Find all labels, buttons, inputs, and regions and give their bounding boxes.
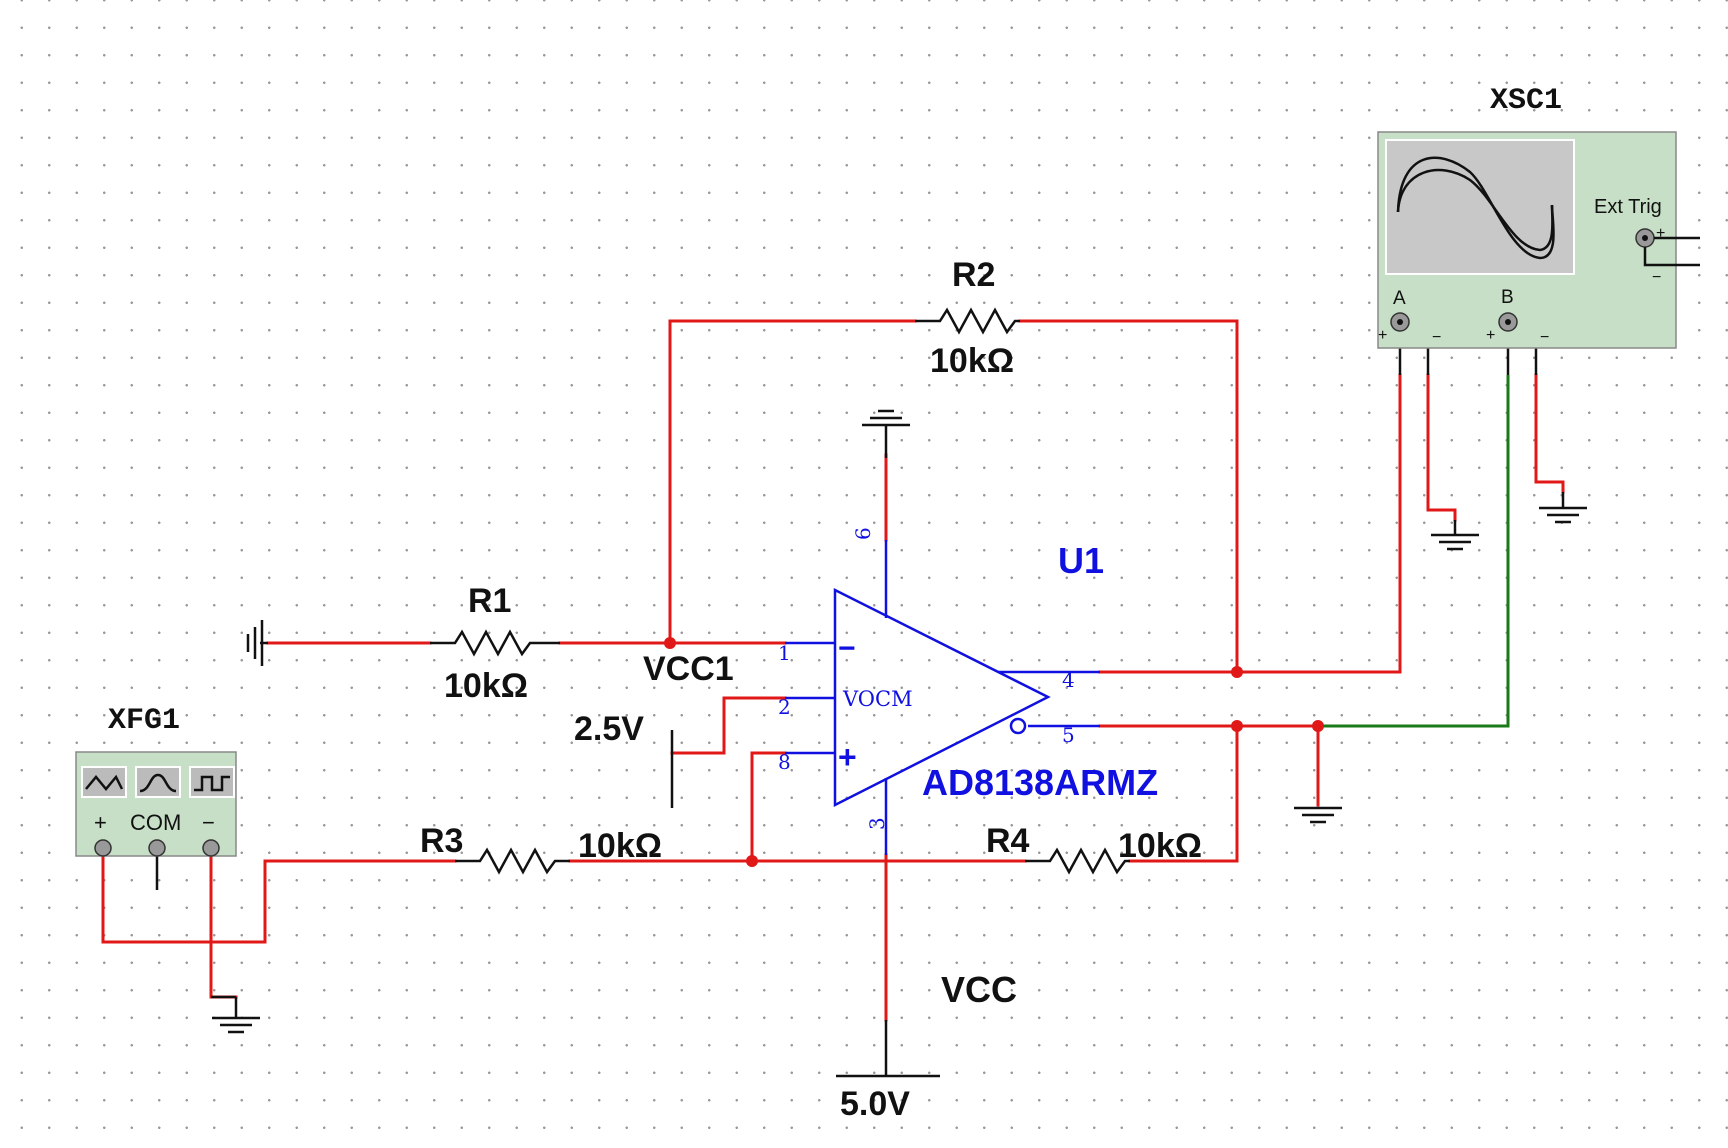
- xfg1-minus-label: −: [202, 810, 215, 835]
- xsc1-refdes: XSC1: [1490, 84, 1562, 118]
- pin-number-4: 4: [1062, 668, 1075, 692]
- pin-number-1: 1: [778, 641, 791, 665]
- xfg1-com-terminal[interactable]: [148, 839, 166, 857]
- ext-trig-label: Ext Trig: [1594, 196, 1662, 218]
- channel-b-minus-sign: −: [1540, 329, 1549, 346]
- channel-a-minus-sign: −: [1432, 329, 1441, 346]
- ground-symbol-pin6: [862, 409, 910, 427]
- wire-out-minus-to-r4[interactable]: [1128, 724, 1239, 863]
- resistor-r4[interactable]: R4 10kΩ: [986, 822, 1202, 875]
- ground-symbol-r1: [246, 620, 268, 666]
- channel-a-plus-sign: +: [1378, 327, 1387, 344]
- wire-scope-b-minus[interactable]: [1534, 373, 1565, 494]
- resistor-r2[interactable]: R2 10kΩ: [915, 256, 1020, 380]
- ext-trig-terminal-center: [1642, 235, 1648, 241]
- junction-dot: [1312, 720, 1324, 732]
- xfg1-com-label: COM: [130, 810, 181, 835]
- oscilloscope-xsc1[interactable]: XSC1 Ext Trig + − A + − B + −: [1377, 84, 1700, 349]
- wire-scope-b[interactable]: [1318, 375, 1510, 728]
- resistor-r1[interactable]: R1 10kΩ: [430, 582, 560, 705]
- wire-fg-plus[interactable]: [101, 853, 457, 944]
- r1-refdes: R1: [468, 582, 511, 620]
- junction-dot: [664, 637, 676, 649]
- dc-source-vcc1[interactable]: VCC1 2.5V: [574, 650, 734, 808]
- xfg1-plus-terminal[interactable]: [94, 839, 112, 857]
- wire-pin2-vocm[interactable]: [670, 696, 787, 755]
- wire-net[interactable]: [101, 319, 1565, 1022]
- channel-b-label: B: [1501, 287, 1514, 308]
- wire-scope-a-minus[interactable]: [1426, 373, 1457, 522]
- pin-number-8: 8: [778, 750, 791, 774]
- sine-wave-icon: [139, 773, 177, 793]
- ext-trig-wire-minus: [1643, 247, 1700, 267]
- xfg1-minus-terminal[interactable]: [202, 839, 220, 857]
- r1-value: 10kΩ: [444, 667, 528, 705]
- channel-a-label: A: [1393, 288, 1406, 309]
- wire-out-plus[interactable]: [1098, 373, 1402, 674]
- vcc1-refdes: VCC1: [643, 650, 734, 688]
- r4-value: 10kΩ: [1118, 827, 1202, 865]
- function-generator-xfg1[interactable]: XFG1 + COM −: [75, 704, 237, 857]
- dc-source-vcc[interactable]: VCC 5.0V: [836, 969, 1017, 1123]
- xfg1-plus-label: +: [94, 810, 107, 835]
- ground-symbol-scope-b: [1539, 492, 1587, 524]
- junction-dot: [746, 855, 758, 867]
- channel-b-terminal-center: [1505, 319, 1511, 325]
- opamp-triangle: [833, 587, 1051, 808]
- resistor-r3[interactable]: R3 10kΩ: [420, 822, 662, 875]
- opamp-inv-output-bubble: [1009, 717, 1027, 735]
- pin-number-6: 6: [851, 527, 875, 540]
- opamp-u1[interactable]: − + VOCM 1 2 8 4 5 6 3 U1 AD8138ARMZ: [778, 527, 1158, 855]
- vcc-value: 5.0V: [840, 1085, 910, 1123]
- ground-symbol-out: [1294, 806, 1342, 824]
- pin-number-5: 5: [1062, 723, 1075, 747]
- junction-dot: [1231, 720, 1243, 732]
- xfg1-refdes: XFG1: [108, 704, 180, 738]
- opamp-part-number: AD8138ARMZ: [922, 762, 1158, 803]
- pin-number-2: 2: [778, 695, 791, 719]
- r4-refdes: R4: [986, 822, 1030, 860]
- r3-value: 10kΩ: [578, 827, 662, 865]
- wire-fg-minus[interactable]: [209, 853, 238, 999]
- vcc-refdes: VCC: [941, 969, 1017, 1010]
- sine-wave-button[interactable]: [135, 766, 181, 798]
- triangle-wave-icon: [85, 774, 124, 791]
- junction-dots: [664, 637, 1324, 867]
- opamp-plus-sign: +: [838, 739, 857, 775]
- vocm-label: VOCM: [842, 687, 913, 711]
- r3-refdes: R3: [420, 822, 463, 860]
- vcc1-value: 2.5V: [574, 710, 644, 748]
- ext-trig-plus-sign: +: [1656, 225, 1665, 242]
- r2-refdes: R2: [952, 256, 995, 294]
- opamp-refdes: U1: [1058, 540, 1104, 581]
- ext-trig-minus-sign: −: [1652, 269, 1661, 286]
- pin-number-3: 3: [865, 817, 889, 830]
- square-wave-icon: [194, 775, 230, 792]
- ground-symbol-scope-a: [1431, 520, 1479, 551]
- channel-b-plus-sign: +: [1486, 327, 1495, 344]
- junction-dot: [1231, 666, 1243, 678]
- r2-value: 10kΩ: [930, 342, 1014, 380]
- xsc1-trace-2: [1396, 168, 1554, 252]
- opamp-minus-sign: −: [838, 632, 856, 665]
- wire-feedback-left[interactable]: [668, 319, 917, 645]
- wire-feedback-right[interactable]: [1018, 319, 1239, 674]
- channel-a-terminal-center: [1397, 319, 1403, 325]
- square-wave-button[interactable]: [189, 766, 235, 798]
- xsc1-screen: [1385, 139, 1575, 275]
- ground-symbol-fg: [211, 995, 260, 1034]
- wire-pin8[interactable]: [750, 751, 787, 863]
